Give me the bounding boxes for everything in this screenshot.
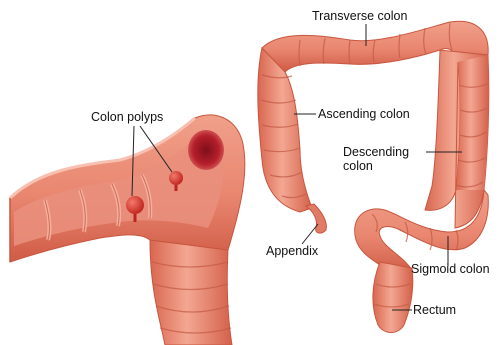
label-ascending-colon: Ascending colon [318,107,410,121]
label-appendix: Appendix [266,244,318,258]
label-sigmoid-colon: Sigmoid colon [411,262,490,276]
cutaway-colon-segment [10,115,245,345]
label-colon-polyps: Colon polyps [91,110,163,124]
polyp-1 [126,196,144,214]
label-transverse-colon: Transverse colon [312,9,407,23]
label-rectum: Rectum [413,303,456,317]
polyp-2 [169,171,183,185]
label-descending-colon-line2: colon [343,159,423,173]
leader-appendix [302,224,318,244]
label-descending-colon-line1: Descending [343,145,423,159]
label-descending-colon: Descending colon [343,145,423,173]
large-intestine [258,21,489,332]
